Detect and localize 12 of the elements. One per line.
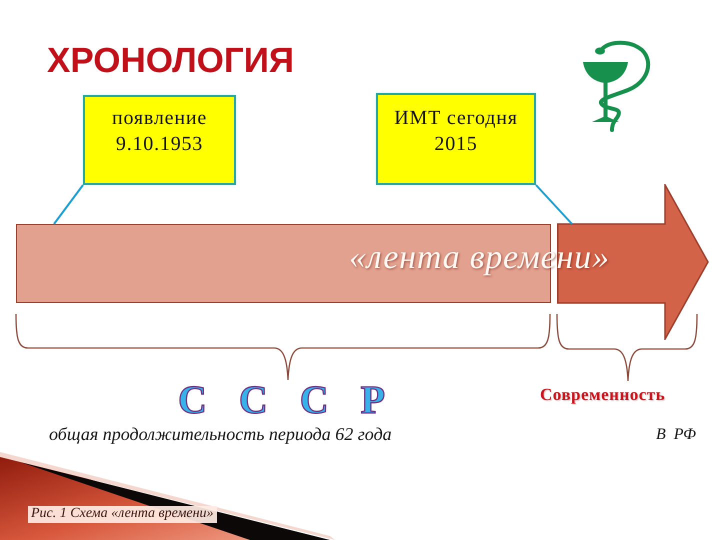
title: ХРОНОЛОГИЯ xyxy=(47,42,294,80)
callout-box xyxy=(83,95,236,185)
figure-caption: Рис. 1 Схема «лента времени» xyxy=(28,506,217,523)
period-note: В РФ xyxy=(656,426,696,444)
callout-box xyxy=(376,93,536,185)
period-label: Современность xyxy=(540,385,666,405)
period-note: общая продолжительность периода 62 года xyxy=(49,424,392,445)
callout-text: появление 9.10.1953 xyxy=(110,106,208,157)
leader-line xyxy=(535,184,573,225)
period-letters: С С С Р xyxy=(178,377,386,423)
callout-text: ИМТ сегодня 2015 xyxy=(393,106,519,157)
leader-line xyxy=(53,184,84,225)
